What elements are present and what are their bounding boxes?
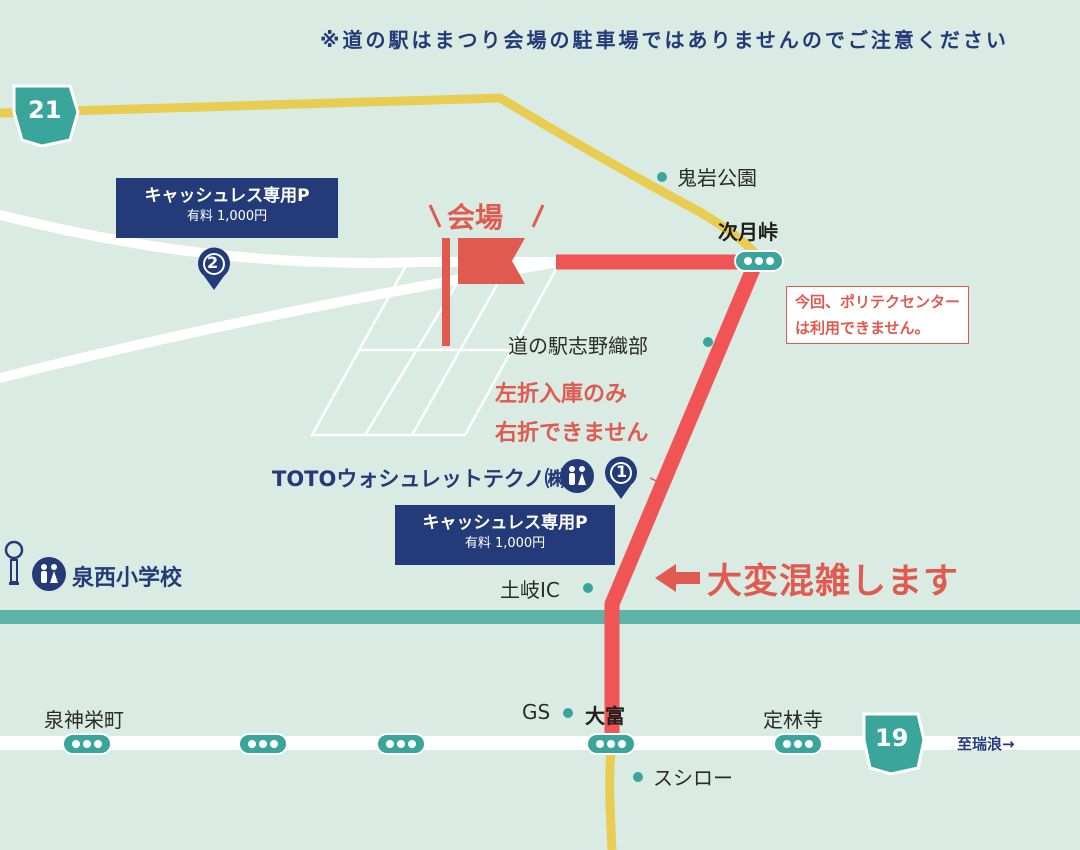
venue-accent-left bbox=[428, 204, 442, 228]
route-21-shield-icon bbox=[12, 84, 80, 148]
route-19-shield-icon bbox=[862, 712, 926, 776]
traffic-signal-icon bbox=[734, 250, 784, 272]
road-yellow-south bbox=[605, 742, 617, 850]
recommended-route bbox=[556, 254, 764, 745]
place-jorinji: 定林寺 bbox=[763, 708, 823, 732]
venue-flag-icon bbox=[442, 238, 525, 346]
venue-grounds bbox=[309, 261, 562, 437]
parking-2-pin-icon[interactable] bbox=[196, 246, 232, 292]
place-marker bbox=[657, 172, 667, 182]
road-yellow-north bbox=[0, 93, 767, 267]
traffic-signal-icon bbox=[62, 733, 112, 755]
place-izumi-kamisakae: 泉神栄町 bbox=[44, 708, 124, 732]
place-marker bbox=[633, 772, 643, 782]
traffic-signal-icon bbox=[773, 733, 823, 755]
place-onigan-park: 鬼岩公園 bbox=[677, 166, 757, 190]
place-marker bbox=[583, 583, 593, 593]
place-sushiro: スシロー bbox=[653, 766, 733, 790]
parking-2-number: 2 bbox=[207, 253, 219, 272]
heavy-congestion-warning: 大変混雑します bbox=[707, 562, 960, 602]
place-tsugitsuki-pass: 次月峠 bbox=[718, 220, 778, 244]
parking-1-card[interactable]: キャッシュレス専用P 有料 1,000円 bbox=[395, 505, 615, 565]
parking-1-fee: 有料 1,000円 bbox=[464, 536, 546, 551]
place-otomi: 大富 bbox=[585, 704, 625, 728]
place-gs: GS bbox=[522, 700, 551, 724]
direction-mizunami: 至瑞浪→ bbox=[957, 735, 1015, 753]
parking-1-title: キャッシュレス専用P bbox=[422, 513, 588, 533]
place-toto-washlet-techno: TOTOウォシュレットテクノ㈱ bbox=[272, 467, 566, 491]
venue-accent-right bbox=[531, 204, 545, 228]
place-marker bbox=[563, 708, 573, 718]
toilet-icon bbox=[560, 459, 594, 493]
route-19-label: 19 bbox=[875, 724, 909, 752]
place-michinoeki: 道の駅志野織部 bbox=[508, 334, 648, 358]
bus-stop-icon bbox=[4, 540, 24, 585]
traffic-signal-icon bbox=[586, 733, 636, 755]
place-toki-ic: 土岐IC bbox=[500, 578, 560, 602]
polytech-note-line1: 今回、ポリテクセンター bbox=[795, 293, 961, 311]
traffic-signal-icon bbox=[238, 733, 288, 755]
parking-1-pin-icon[interactable] bbox=[603, 455, 639, 501]
parking-2-fee: 有料 1,000円 bbox=[186, 209, 268, 224]
polytech-closed-note: 今回、ポリテクセンター は利用できません。 bbox=[786, 286, 970, 344]
polytech-note-line2: は利用できません。 bbox=[795, 319, 930, 337]
venue-label: 会場 bbox=[447, 201, 504, 234]
parking-2-title: キャッシュレス専用P bbox=[144, 186, 310, 206]
traffic-signal-icon bbox=[376, 733, 426, 755]
no-right-turn: 右折できません bbox=[495, 421, 649, 446]
place-marker bbox=[703, 337, 713, 347]
parking-notice: ※道の駅はまつり会場の駐車場ではありませんのでご注意ください bbox=[320, 28, 1009, 52]
pointer-line bbox=[649, 477, 666, 486]
arrow-left-icon bbox=[655, 564, 700, 592]
place-izumi-nishi-school: 泉西小学校 bbox=[72, 566, 183, 591]
left-turn-only: 左折入庫のみ bbox=[495, 382, 628, 407]
route-21-label: 21 bbox=[28, 96, 62, 124]
parking-2-card[interactable]: キャッシュレス専用P 有料 1,000円 bbox=[116, 178, 338, 238]
parking-1-number: 1 bbox=[616, 462, 628, 481]
toilet-icon bbox=[32, 557, 66, 591]
